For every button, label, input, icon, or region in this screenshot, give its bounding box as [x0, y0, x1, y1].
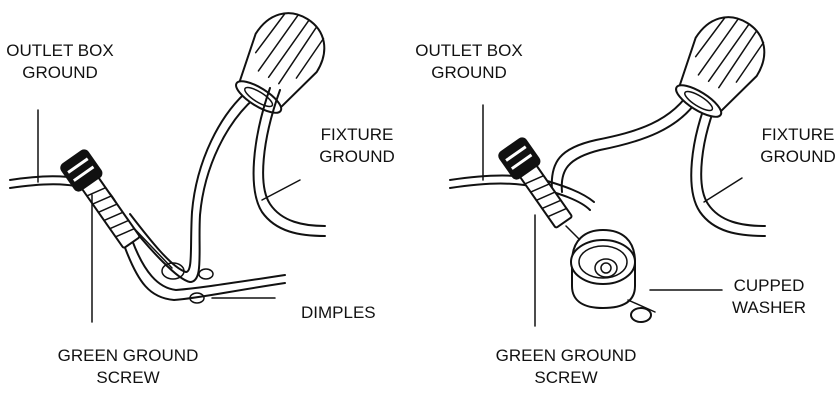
svg-text:OUTLET BOX: OUTLET BOX [6, 41, 113, 60]
svg-text:SCREW: SCREW [96, 368, 159, 387]
left-outlet-box-ground-label: OUTLET BOX GROUND [6, 41, 113, 82]
dimple [198, 268, 214, 280]
screw-head-icon [498, 137, 541, 180]
right-fixture-ground-label: FIXTURE GROUND [760, 125, 836, 166]
left-green-ground-screw-label: GREEN GROUND SCREW [58, 346, 199, 387]
svg-text:SCREW: SCREW [534, 368, 597, 387]
right-wire-nut [675, 16, 766, 118]
right-panel: OUTLET BOX GROUND FIXTURE GROUND CUPPED … [415, 16, 836, 387]
svg-text:FIXTURE: FIXTURE [762, 125, 835, 144]
svg-text:GROUND: GROUND [22, 63, 98, 82]
left-fixture-ground-wire [252, 87, 326, 237]
svg-text:GROUND: GROUND [760, 147, 836, 166]
right-outlet-box-ground-label: OUTLET BOX GROUND [415, 41, 522, 82]
right-cupped-washer [570, 229, 636, 309]
screw-head-icon [60, 149, 103, 192]
right-washer-screw [627, 299, 656, 323]
left-panel: OUTLET BOX GROUND FIXTURE GROUND DIMPLES… [6, 12, 395, 387]
right-cupped-washer-label: CUPPED WASHER [732, 276, 806, 317]
right-fixture-ground-wire [690, 91, 766, 237]
dimple [189, 292, 205, 304]
svg-text:GROUND: GROUND [319, 147, 395, 166]
right-green-ground-screw-label: GREEN GROUND SCREW [496, 346, 637, 387]
left-fixture-ground-label: FIXTURE GROUND [319, 125, 395, 166]
svg-text:GROUND: GROUND [431, 63, 507, 82]
svg-text:FIXTURE: FIXTURE [321, 125, 394, 144]
left-outlet-box-surface [9, 175, 286, 301]
left-ground-wire [127, 83, 263, 283]
left-fixture-ground-leader [261, 179, 301, 201]
left-green-ground-screw [60, 149, 141, 249]
svg-text:GREEN GROUND: GREEN GROUND [496, 346, 637, 365]
left-dimples-label: DIMPLES [301, 303, 376, 322]
left-wire-nut [235, 12, 326, 114]
right-green-ground-screw [498, 137, 573, 229]
right-ground-wire [550, 87, 701, 193]
right-fixture-ground-leader [703, 177, 743, 203]
svg-text:CUPPED: CUPPED [734, 276, 805, 295]
svg-text:GREEN GROUND: GREEN GROUND [58, 346, 199, 365]
svg-text:OUTLET BOX: OUTLET BOX [415, 41, 522, 60]
svg-text:WASHER: WASHER [732, 298, 806, 317]
